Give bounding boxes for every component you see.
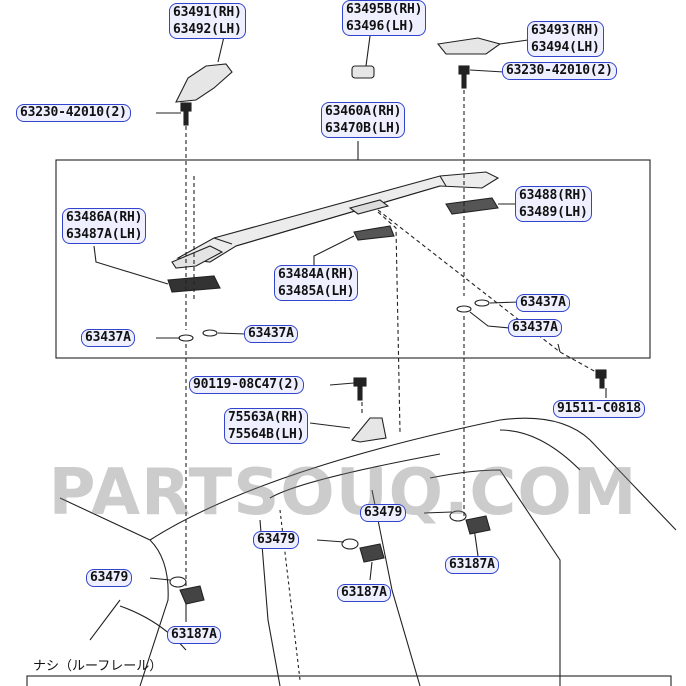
label-63437a-r2[interactable]: 63437A bbox=[508, 319, 562, 337]
label-63187a-a[interactable]: 63187A bbox=[445, 556, 499, 574]
label-63486a[interactable]: 63486A(RH) 63487A(LH) bbox=[62, 208, 147, 244]
bolt-center bbox=[353, 377, 367, 401]
gasket-right bbox=[445, 197, 499, 215]
label-63479-c[interactable]: 63479 bbox=[86, 569, 133, 587]
footnote: ナシ（ルーフレール） bbox=[33, 659, 163, 674]
label-63491[interactable]: 63491(RH) 63492(LH) bbox=[169, 3, 246, 39]
bolt-left bbox=[180, 102, 192, 126]
bolt-right bbox=[458, 65, 470, 89]
screw-right bbox=[595, 369, 607, 389]
label-63437a-r1[interactable]: 63437A bbox=[516, 294, 570, 312]
label-63230-right[interactable]: 63230-42010(2) bbox=[502, 62, 617, 80]
label-63479-b[interactable]: 63479 bbox=[253, 531, 300, 549]
installation-lines bbox=[185, 90, 597, 600]
label-63495b[interactable]: 63495B(RH) 63496(LH) bbox=[342, 0, 427, 36]
label-90119[interactable]: 90119-08C47(2) bbox=[189, 376, 304, 394]
label-63484a[interactable]: 63484A(RH) 63485A(LH) bbox=[274, 265, 359, 301]
roof-rail bbox=[171, 171, 500, 269]
label-63488[interactable]: 63488(RH) 63489(LH) bbox=[515, 186, 592, 222]
label-91511[interactable]: 91511-C0818 bbox=[553, 400, 645, 418]
label-63479-a[interactable]: 63479 bbox=[360, 504, 407, 522]
end-cover-left bbox=[175, 63, 233, 103]
clip-3 bbox=[449, 510, 491, 535]
washer-3 bbox=[474, 299, 490, 307]
bracket-75563 bbox=[351, 417, 387, 443]
label-63230-left[interactable]: 63230-42010(2) bbox=[16, 104, 131, 122]
washer-1 bbox=[178, 334, 194, 342]
note-box bbox=[26, 675, 672, 686]
label-63187a-b[interactable]: 63187A bbox=[337, 584, 391, 602]
gasket-center bbox=[353, 225, 395, 241]
assembly-frame bbox=[55, 159, 651, 359]
label-63437a-l2[interactable]: 63437A bbox=[244, 325, 298, 343]
label-63493[interactable]: 63493(RH) 63494(LH) bbox=[527, 21, 604, 57]
vehicle-outline bbox=[59, 417, 677, 686]
clip-1 bbox=[169, 576, 205, 605]
label-63437a-l1[interactable]: 63437A bbox=[81, 329, 135, 347]
label-63187a-c[interactable]: 63187A bbox=[167, 626, 221, 644]
washer-2 bbox=[202, 329, 218, 337]
label-63460a[interactable]: 63460A(RH) 63470B(LH) bbox=[321, 102, 406, 138]
end-cover-right bbox=[436, 37, 502, 55]
washer-4 bbox=[456, 305, 472, 313]
cap-piece bbox=[351, 65, 375, 79]
clip-2 bbox=[341, 538, 385, 563]
label-75563a[interactable]: 75563A(RH) 75564B(LH) bbox=[224, 408, 309, 444]
